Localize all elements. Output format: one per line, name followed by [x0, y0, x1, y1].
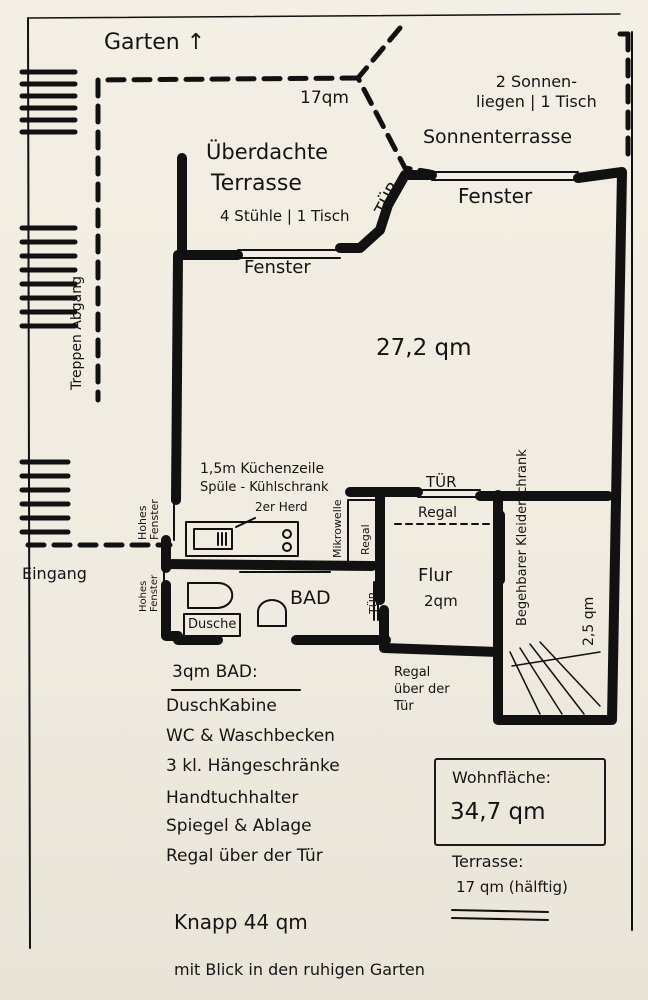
shelf-label: Regal — [418, 505, 458, 521]
bath-item: DuschKabine — [166, 696, 277, 716]
garden-text: Garten — [104, 30, 180, 55]
closet-size-label: 2,5 qm — [581, 596, 597, 646]
covered-terrace-line2: Terrasse — [211, 171, 302, 196]
kitchen-label-line1: 1,5m Küchenzeile — [200, 461, 325, 477]
window-symbols — [163, 171, 579, 586]
bath-door-label: TÜR — [367, 591, 380, 614]
kitchen-counter — [185, 499, 377, 563]
bath-item: Regal über der Tür — [166, 846, 323, 866]
shelf-over-door-label: Regal über der Tür — [394, 665, 450, 714]
main-area-label: 27,2 qm — [376, 335, 472, 361]
bath-label: BAD — [290, 587, 331, 609]
terrace-total-value: 17 qm (hälftig) — [456, 878, 568, 896]
closet-hatching — [509, 641, 601, 715]
shelf-vertical-label: Regal — [359, 524, 372, 555]
living-area-box — [434, 758, 606, 846]
walk-in-closet-label: Begehbarer Kleiderschrank — [515, 449, 530, 626]
hall-door-label: TÜR — [426, 473, 457, 491]
high-window-bottom-label: Hohes Fenster — [138, 575, 160, 612]
bath-item: 3 kl. Hängeschränke — [166, 756, 340, 776]
entrance-label: Eingang — [22, 564, 87, 583]
chairs-label: 4 Stühle | 1 Tisch — [220, 207, 350, 225]
shower-label: Dusche — [188, 617, 237, 632]
living-area-value: 34,7 qm — [450, 799, 546, 825]
bathroom-fixtures — [183, 571, 379, 637]
hall-label: Flur — [418, 565, 453, 586]
bath-notes-title: 3qm BAD: — [172, 662, 258, 682]
microwave-label: Mikrowelle — [331, 499, 344, 558]
terrace-total-label: Terrasse: — [452, 852, 524, 871]
garden-view-note: mit Blick in den ruhigen Garten — [174, 960, 425, 979]
paper-edge-left — [27, 17, 31, 949]
apartment-walls — [161, 153, 627, 725]
kitchen-label-line2: Spüle - Kühlschrank — [200, 480, 329, 495]
garden-arrow-icon: ↑ — [186, 30, 206, 55]
bath-item: Spiegel & Ablage — [166, 816, 312, 836]
stove-label: 2er Herd — [255, 500, 308, 514]
terrace-area-label: 17qm — [300, 88, 349, 108]
window-left-label: Fenster — [244, 257, 311, 278]
stairs-label: Treppen Abgang — [69, 276, 85, 390]
bath-item: WC & Waschbecken — [166, 726, 335, 746]
high-window-top-text2: Fenster — [148, 499, 161, 540]
covered-terrace-line1: Überdachte — [206, 140, 329, 164]
sun-loungers-label: 2 Sonnen- liegen | 1 Tisch — [476, 72, 597, 111]
paper-edge-top — [27, 13, 621, 19]
high-window-bottom-text2: Fenster — [149, 574, 160, 612]
sun-terrace-label: Sonnenterrasse — [423, 126, 573, 148]
bath-item: Handtuchhalter — [166, 788, 299, 808]
window-right-label: Fenster — [458, 184, 533, 208]
garden-label: Garten ↑ — [104, 32, 205, 54]
high-window-top-label: Hohes Fenster — [136, 499, 161, 540]
stairs-hatching — [19, 69, 78, 535]
total-area-label: Knapp 44 qm — [174, 910, 308, 934]
living-area-label: Wohnfläche: — [452, 768, 552, 787]
high-window-bottom-text1: Hohes — [138, 580, 149, 612]
hall-area-label: 2qm — [424, 592, 458, 610]
underlines — [171, 689, 549, 921]
garden-boundary — [25, 25, 631, 548]
